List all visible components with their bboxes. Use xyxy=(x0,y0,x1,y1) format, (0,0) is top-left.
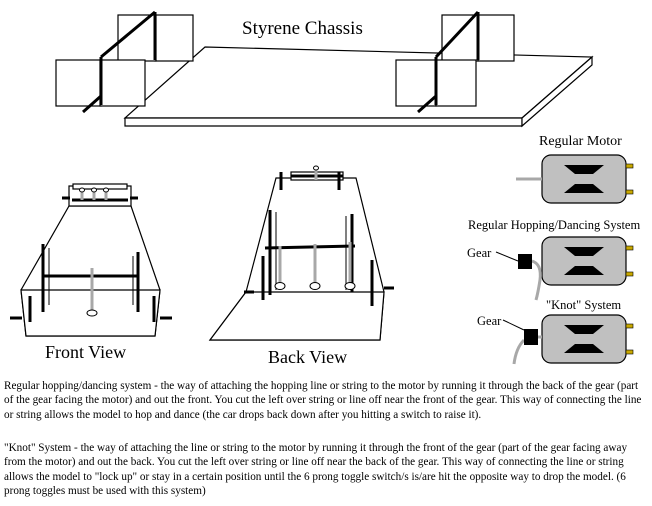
hopping-system-label: Regular Hopping/Dancing System xyxy=(468,218,641,232)
gear-label-knot: Gear xyxy=(477,314,502,328)
knot-system-description: "Knot" System - the way of attaching the… xyxy=(4,442,628,498)
chassis-struts xyxy=(82,10,480,114)
right-block-back xyxy=(477,14,515,62)
front-view-illustration xyxy=(10,183,172,337)
regular-motor-label: Regular Motor xyxy=(539,134,622,149)
back-view-illustration xyxy=(208,165,394,341)
gear-icon xyxy=(524,329,538,345)
chassis-plate xyxy=(123,46,594,119)
hopping-motor-icon xyxy=(495,236,634,301)
front-view-label: Front View xyxy=(45,342,127,362)
chassis-plate-edge xyxy=(124,117,523,127)
hopping-system-description: Regular hopping/dancing system - the way… xyxy=(4,380,642,421)
back-view-label: Back View xyxy=(268,347,348,367)
right-block-front xyxy=(395,59,437,107)
diagram-title: Styrene Chassis xyxy=(242,18,363,39)
styrene-chassis-illustration xyxy=(55,14,594,128)
knot-motor-icon xyxy=(502,314,634,365)
gear-label-hopping: Gear xyxy=(467,246,492,260)
knot-system-label: "Knot" System xyxy=(546,298,622,312)
gear-icon xyxy=(518,254,532,269)
regular-motor-icon xyxy=(516,154,634,204)
left-block-back xyxy=(154,14,194,62)
left-block-front xyxy=(55,59,102,107)
